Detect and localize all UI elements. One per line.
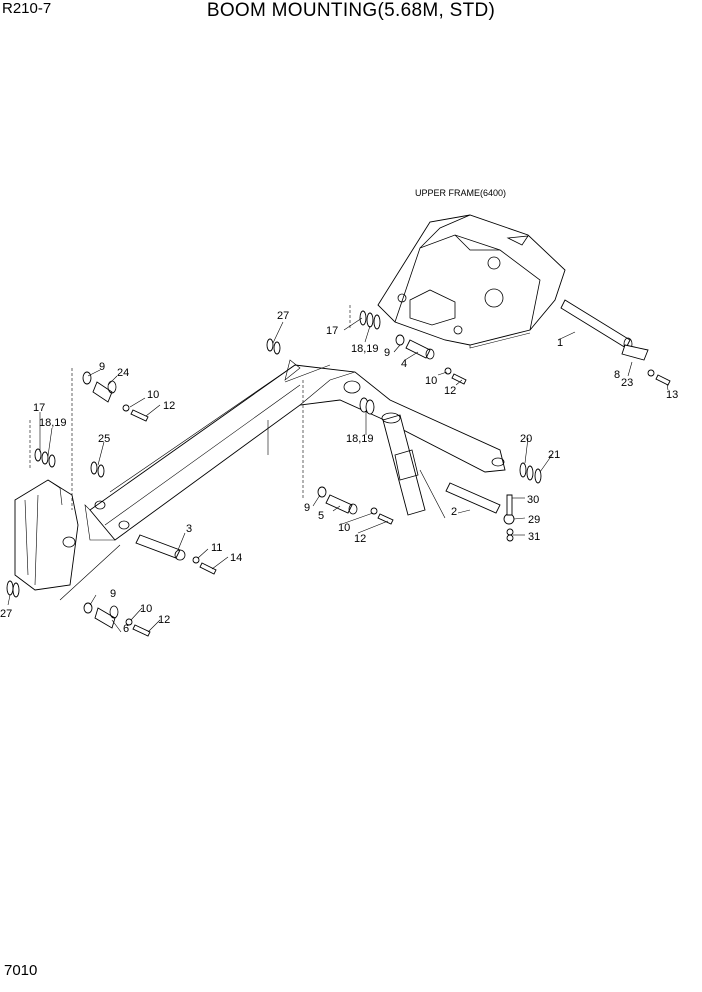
- callout-10a: 10: [147, 389, 159, 401]
- callout-6: 6: [123, 623, 129, 635]
- callout-9c: 9: [384, 347, 390, 359]
- washers: [6, 310, 542, 614]
- callout-14: 14: [230, 552, 242, 564]
- callout-10d: 10: [338, 522, 350, 534]
- callout-27b: 27: [0, 608, 12, 620]
- callout-12d: 12: [354, 533, 366, 545]
- callout-20: 20: [520, 433, 532, 445]
- callout-12a: 12: [163, 400, 175, 412]
- callout-25: 25: [98, 433, 110, 445]
- frame-label: UPPER FRAME(6400): [415, 188, 506, 198]
- callout-18-19a: 18,19: [351, 343, 379, 355]
- callout-17a: 17: [326, 325, 338, 337]
- callout-18-19b: 18,19: [39, 417, 67, 429]
- page-number: 7010: [4, 962, 38, 979]
- callout-24: 24: [117, 367, 129, 379]
- upper-frame: [377, 214, 566, 349]
- callout-12b: 12: [444, 385, 456, 397]
- callout-31: 31: [528, 531, 540, 543]
- callout-12c: 12: [158, 614, 170, 626]
- pins: [92, 299, 649, 629]
- callout-30: 30: [527, 494, 539, 506]
- callout-23: 23: [621, 377, 633, 389]
- leader-lines: [7, 305, 669, 633]
- callout-8: 8: [614, 369, 620, 381]
- callout-29: 29: [528, 514, 540, 526]
- callout-9b: 9: [304, 502, 310, 514]
- callout-1: 1: [557, 337, 563, 349]
- page-title: BOOM MOUNTING(5.68M, STD): [206, 0, 496, 21]
- callout-10b: 10: [425, 375, 437, 387]
- callout-11: 11: [211, 542, 222, 554]
- callout-9d: 9: [110, 588, 116, 600]
- boom: [84, 359, 506, 541]
- callout-13: 13: [666, 389, 678, 401]
- callout-10c: 10: [140, 603, 152, 615]
- callout-27a: 27: [277, 310, 289, 322]
- callout-labels: UPPER FRAME(6400) 1 2 3 4 5 6 8 9 9 9 9 …: [0, 188, 678, 635]
- callout-18-19c: 18,19: [346, 433, 374, 445]
- boom-cylinder: [381, 412, 446, 519]
- model-code: R210-7: [2, 0, 52, 17]
- arm-bracket: [14, 479, 121, 601]
- callout-17b: 17: [33, 402, 45, 414]
- bolts: [122, 367, 671, 637]
- callout-21: 21: [548, 449, 560, 461]
- callout-4: 4: [401, 358, 407, 370]
- callout-5: 5: [318, 510, 324, 522]
- callout-9a: 9: [99, 361, 105, 373]
- callout-3: 3: [186, 523, 192, 535]
- callout-2: 2: [451, 506, 457, 518]
